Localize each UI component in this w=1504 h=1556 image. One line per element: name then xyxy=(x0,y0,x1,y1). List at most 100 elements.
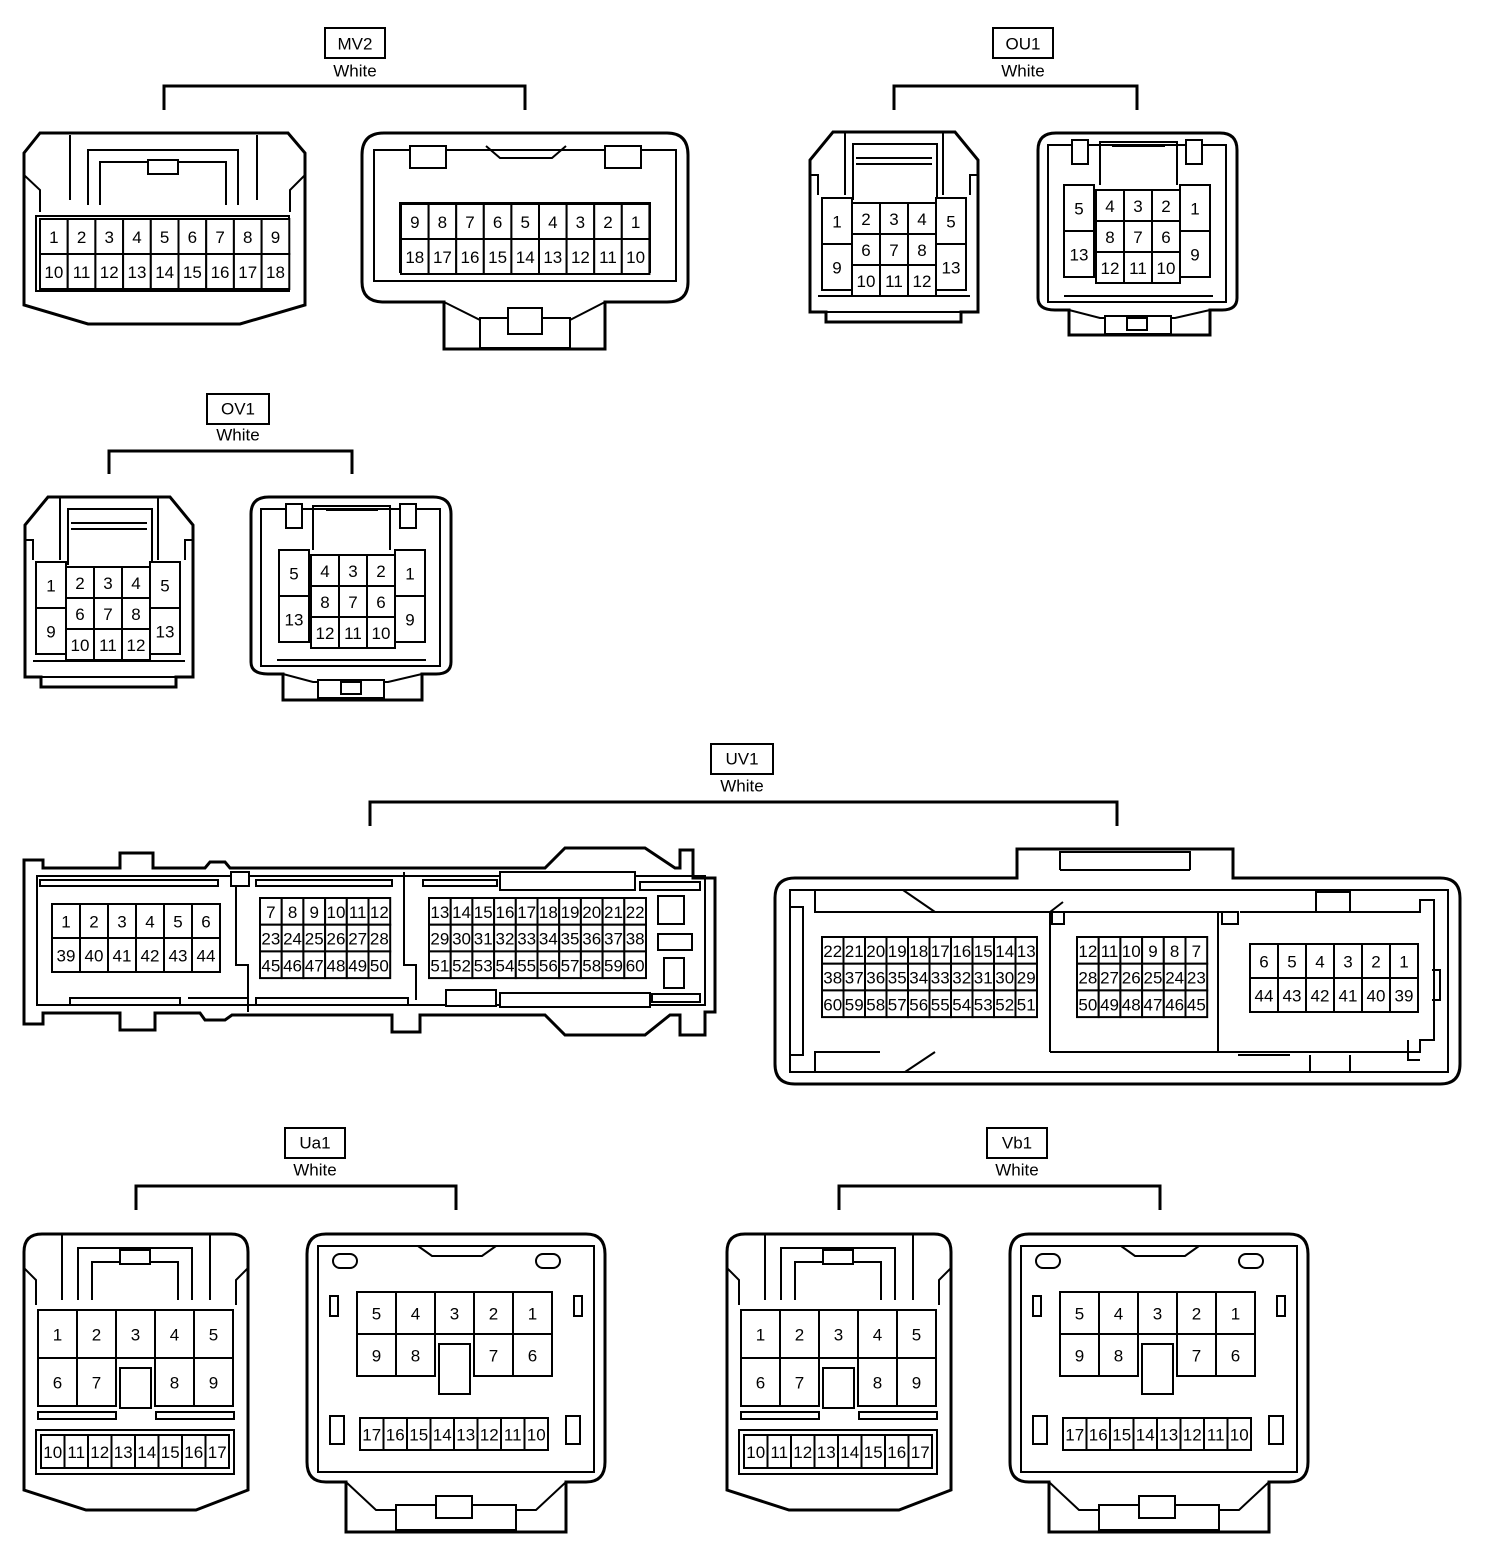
mv2-female-pin: 17 xyxy=(427,238,458,275)
pin-number: 3 xyxy=(576,213,585,232)
uv1-female-b-pin: 10 xyxy=(1119,936,1144,965)
bracket-ou1 xyxy=(892,84,1139,110)
pin-number: 4 xyxy=(170,1326,179,1345)
pin-number: 8 xyxy=(917,241,926,260)
pin-number: 10 xyxy=(44,263,63,282)
ua1-male-pin: 4 xyxy=(154,1309,195,1359)
pin-number: 15 xyxy=(1112,1426,1131,1445)
uv1-male-c-pin: 55 xyxy=(514,950,539,980)
pin-number: 4 xyxy=(873,1326,882,1345)
pin-number: 6 xyxy=(53,1374,62,1393)
uv1-female-a-pin: 60 xyxy=(821,989,845,1019)
pin-number: 32 xyxy=(495,930,514,949)
uv1-female-c-pin: 1 xyxy=(1389,943,1419,979)
pin-number: 27 xyxy=(348,930,367,949)
uv1-male-b-pin: 25 xyxy=(302,923,327,953)
ou1-male-pin: 6 xyxy=(851,233,881,266)
pin-number: 38 xyxy=(626,930,645,949)
uv1-female-a-pin: 32 xyxy=(950,962,974,992)
pin-number: 13 xyxy=(430,903,449,922)
pin-number: 7 xyxy=(103,605,112,624)
uv1-male-b-pin: 9 xyxy=(302,897,327,926)
ov1-female-pin: 12 xyxy=(310,616,340,649)
ou1-female-pin: 4 xyxy=(1095,189,1125,222)
pin-number: 25 xyxy=(305,930,324,949)
uv1-female-a-pin: 58 xyxy=(864,989,888,1019)
ou1-female-pin: 8 xyxy=(1095,220,1125,253)
ua1-male-pin: 16 xyxy=(181,1434,207,1469)
uv1-male-c-pin: 18 xyxy=(536,897,561,926)
uv1-male-c-pin: 14 xyxy=(449,897,474,926)
ou1-male-pin: 4 xyxy=(907,202,937,235)
vb1-male-pin: 5 xyxy=(896,1309,937,1359)
pin-number: 8 xyxy=(1114,1347,1123,1366)
uv1-male-b-pin: 28 xyxy=(367,923,392,953)
uv1-male-a-pin: 40 xyxy=(79,937,109,973)
pin-number: 14 xyxy=(155,263,174,282)
mv2-male-pin: 9 xyxy=(260,218,291,255)
pin-number: 12 xyxy=(90,1443,109,1462)
pin-number: 5 xyxy=(209,1326,218,1345)
bracket-ov1 xyxy=(107,449,354,474)
vb1-male-pin: 6 xyxy=(740,1357,781,1407)
vb1-female-pin: 14 xyxy=(1132,1417,1158,1451)
pin-number: 3 xyxy=(131,1326,140,1345)
pin-number: 43 xyxy=(1283,987,1302,1006)
uv1-female-a-pin: 21 xyxy=(842,936,866,965)
pin-number: 9 xyxy=(46,623,55,642)
uv1-male-c-pin: 29 xyxy=(428,923,452,953)
ua1-male-pin: 13 xyxy=(110,1434,136,1469)
pin-number: 53 xyxy=(474,956,493,975)
pin-number: 40 xyxy=(1367,987,1386,1006)
pin-number: 3 xyxy=(889,210,898,229)
mv2-male-pin: 3 xyxy=(94,218,125,255)
pin-number: 13 xyxy=(942,259,961,278)
pin-number: 16 xyxy=(461,248,480,267)
pin-number: 10 xyxy=(626,248,645,267)
mv2-male-pin: 6 xyxy=(177,218,208,255)
pin-number: 12 xyxy=(1183,1426,1202,1445)
pin-number: 8 xyxy=(288,903,297,922)
pin-number: 21 xyxy=(845,942,864,961)
vb1-female-pin: 12 xyxy=(1179,1417,1205,1451)
uv1-male-c-pin: 15 xyxy=(471,897,496,926)
ou1-female-pin: 1 xyxy=(1179,184,1211,232)
uv1-female-b-pin: 26 xyxy=(1119,962,1144,992)
label-group-uv1: UV1 White xyxy=(368,743,1119,826)
pin-number: 7 xyxy=(92,1374,101,1393)
uv1-female-c-pin: 42 xyxy=(1305,977,1335,1013)
pin-number: 58 xyxy=(866,995,885,1014)
pin-number: 12 xyxy=(127,636,146,655)
pin-number: 10 xyxy=(1122,942,1141,961)
pin-number: 10 xyxy=(372,624,391,643)
pin-number: 21 xyxy=(604,903,623,922)
uv1-male-c-pin: 17 xyxy=(514,897,539,926)
pin-number: 8 xyxy=(243,228,252,247)
pin-number: 26 xyxy=(326,930,345,949)
pin-number: 57 xyxy=(888,995,907,1014)
pin-number: 2 xyxy=(75,574,84,593)
uv1-male-b-pin: 8 xyxy=(280,897,305,926)
pin-number: 1 xyxy=(61,913,70,932)
mv2-male-pin: 5 xyxy=(149,218,180,255)
mv2-female-pin: 8 xyxy=(427,203,458,240)
pin-number: 16 xyxy=(184,1443,203,1462)
ua1-male-pin: 9 xyxy=(193,1357,234,1407)
uv1-male-c-pin: 53 xyxy=(471,950,496,980)
vb1-male-pin: 2 xyxy=(779,1309,820,1359)
connector-color-uv1: White xyxy=(720,777,763,796)
pin-number: 47 xyxy=(305,956,324,975)
pin-number: 34 xyxy=(539,930,558,949)
mv2-female-pin: 10 xyxy=(620,238,651,275)
ov1-female-pin: 10 xyxy=(366,616,396,649)
uv1-male-c-pin: 35 xyxy=(558,923,582,953)
pin-number: 12 xyxy=(913,272,932,291)
pin-number: 11 xyxy=(770,1443,788,1462)
ov1-male-pin: 3 xyxy=(93,566,123,599)
pin-number: 10 xyxy=(746,1443,765,1462)
pin-number: 9 xyxy=(1190,246,1199,265)
ov1-male-pin: 5 xyxy=(149,561,181,609)
pin-number: 5 xyxy=(520,213,529,232)
pin-number: 25 xyxy=(1143,969,1162,988)
